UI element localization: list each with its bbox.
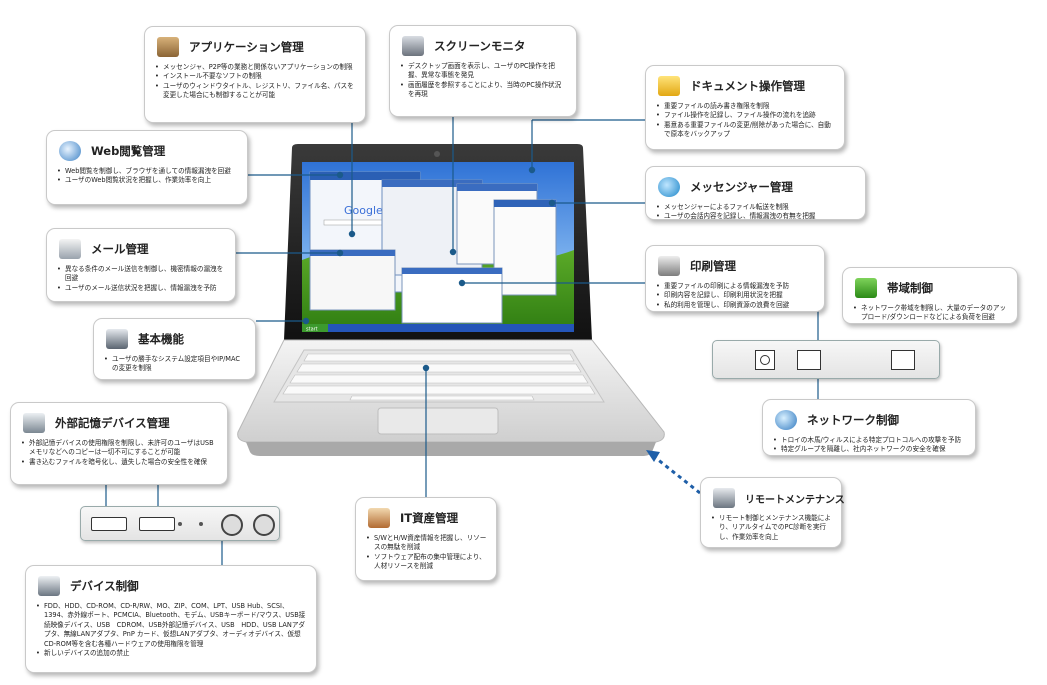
box-item: 私的利用を管理し、印刷資源の浪費を回避 <box>656 301 815 311</box>
remote-maintenance-box: リモートメンテナンス リモート制御とメンテナンス機能により、リアルタイムでのPC… <box>700 477 845 548</box>
box-item: デスクトップ画面を表示し、ユーザのPC操作を把握、異常な事態を発見 <box>400 62 567 81</box>
device-drive-icon <box>36 574 62 598</box>
box-item: ソフトウェア配布の集中管理により、人材リソースを削減 <box>366 553 487 572</box>
web-browsing-box: Web閲覧管理 Web閲覧を制御し、ブラウザを通しての情報漏洩を回避 ユーザのW… <box>46 130 248 205</box>
device-control-box: デバイス制御 FDD、HDD、CD-ROM、CD-R/RW、MO、ZIP、COM… <box>25 565 317 673</box>
power-port-icon <box>755 350 775 370</box>
box-title: ネットワーク制御 <box>807 413 899 427</box>
bandwidth-icon <box>853 276 879 300</box>
google-logo: Google <box>344 204 383 217</box>
remote-pc-icon <box>711 486 737 510</box>
box-title: 基本機能 <box>138 332 184 346</box>
print-management-box: 印刷管理 重要ファイルの印刷による情報漏洩を予防 印刷内容を記録し、印刷利用状況… <box>645 245 825 312</box>
network-port-panel <box>712 340 940 379</box>
box-title: IT資産管理 <box>400 511 459 525</box>
mail-icon <box>57 237 83 261</box>
network-control-box: ネットワーク制御 トロイの木馬/ウィルスによる特定プロトコルへの攻撃を予防 特定… <box>762 399 976 456</box>
box-title: メール管理 <box>91 242 149 256</box>
start-button: start <box>306 327 318 333</box>
box-item: ユーザのメール送信状況を把握し、情報漏洩を予防 <box>57 284 226 294</box>
usb-drive-icon <box>21 411 47 435</box>
box-title: デバイス制御 <box>70 579 139 593</box>
box-item: 新しいデバイスの追加の禁止 <box>36 649 307 659</box>
app-box-icon <box>155 35 181 59</box>
box-item: ネットワーク帯域を制限し、大量のデータのアップロード/ダウンロードなどによる負荷… <box>853 304 1008 323</box>
messenger-icon <box>656 175 682 199</box>
box-item: インストール不要なソフトの制限 <box>155 72 356 82</box>
document-management-box: ドキュメント操作管理 重要ファイルの読み書き権限を制限 ファイル操作を記録し、フ… <box>645 65 845 150</box>
box-item: 外部記憶デバイスの使用権限を制限し、未許可のユーザはUSBメモリなどへのコピーは… <box>21 439 218 458</box>
folder-icon <box>656 74 682 98</box>
bandwidth-control-box: 帯域制御 ネットワーク帯域を制限し、大量のデータのアップロード/ダウンロードなど… <box>842 267 1018 324</box>
lan-port-icon <box>797 350 821 370</box>
box-item: 異なる条件のメール送信を制御し、機密情報の漏洩を回避 <box>57 265 226 284</box>
microphone-jack-icon <box>253 514 275 536</box>
lan-port-2-icon <box>891 350 915 370</box>
box-item: ファイル操作を記録し、ファイル操作の流れを追跡 <box>656 111 835 121</box>
it-asset-box: IT資産管理 S/WとH/W資産情報を把握し、リソースの無駄を削減 ソフトウェア… <box>355 497 497 581</box>
usb-port-panel <box>80 506 280 541</box>
box-item: トロイの木馬/ウィルスによる特定プロトコルへの攻撃を予防 <box>773 436 966 446</box>
messenger-box: メッセンジャー管理 メッセンジャーによるファイル転送を制限 ユーザの会話内容を記… <box>645 166 866 222</box>
box-title: アプリケーション管理 <box>189 40 304 54</box>
box-item: S/WとH/W資産情報を把握し、リソースの無駄を削減 <box>366 534 487 553</box>
status-led-icon <box>178 522 182 526</box>
box-item: メッセンジャ、P2P等の業務と関係ないアプリケーションの制限 <box>155 63 356 73</box>
box-item: リモート制御とメンテナンス機能により、リアルタイムでのPC診断を実行し、作業効率… <box>711 514 832 542</box>
box-item: 重要ファイルの印刷による情報漏洩を予防 <box>656 282 815 292</box>
mail-management-box: メール管理 異なる条件のメール送信を制御し、機密情報の漏洩を回避 ユーザのメール… <box>46 228 236 302</box>
headphone-jack-icon <box>221 514 243 536</box>
computer-icon <box>104 327 130 351</box>
external-storage-box: 外部記憶デバイス管理 外部記憶デバイスの使用権限を制限し、未許可のユーザはUSB… <box>10 402 228 485</box>
box-item: 画面履歴を参照することにより、当時のPC操作状況を再現 <box>400 81 567 100</box>
laptop-illustration: Google start <box>232 140 672 470</box>
box-title: スクリーンモニタ <box>434 39 526 53</box>
box-title: メッセンジャー管理 <box>690 180 793 194</box>
box-item: Web閲覧を制御し、ブラウザを通しての情報漏洩を回避 <box>57 167 238 177</box>
box-item: ユーザのWeb閲覧状況を把握し、作業効率を向上 <box>57 176 238 186</box>
box-title: ドキュメント操作管理 <box>690 79 805 93</box>
printer-icon <box>656 254 682 278</box>
bluetooth-led-icon <box>199 522 203 526</box>
box-item: 書き込むファイルを暗号化し、遺失した場合の安全性を確保 <box>21 458 218 468</box>
box-item: 印刷内容を記録し、印刷利用状況を把握 <box>656 291 815 301</box>
box-item: メッセンジャーによるファイル転送を制限 <box>656 203 856 213</box>
box-title: 印刷管理 <box>690 259 736 273</box>
box-item: ユーザの会話内容を記録し、情報漏洩の有無を把握 <box>656 212 856 222</box>
screen-monitor-box: スクリーンモニタ デスクトップ画面を表示し、ユーザのPC操作を把握、異常な事態を… <box>389 25 577 117</box>
usb-port-2 <box>139 517 175 531</box>
box-item: 悪意ある重要ファイルの変更/削除があった場合に、自動で原本をバックアップ <box>656 121 835 140</box>
box-title: Web閲覧管理 <box>91 144 166 158</box>
box-item: 重要ファイルの読み書き権限を制限 <box>656 102 835 112</box>
box-title: 外部記憶デバイス管理 <box>55 416 170 430</box>
app-management-box: アプリケーション管理 メッセンジャ、P2P等の業務と関係ないアプリケーションの制… <box>144 26 366 123</box>
box-item: 特定グループを隔離し、社内ネットワークの安全を確保 <box>773 445 966 455</box>
network-globe-icon <box>773 408 799 432</box>
web-search-icon <box>57 139 83 163</box>
it-asset-icon <box>366 506 392 530</box>
box-item: FDD、HDD、CD-ROM、CD-R/RW、MO、ZIP、COM、LPT、US… <box>36 602 307 649</box>
box-title: 帯域制御 <box>887 281 933 295</box>
box-item: ユーザの勝手なシステム設定項目やIP/MACの変更を制限 <box>104 355 246 374</box>
monitor-icon <box>400 34 426 58</box>
basic-functions-box: 基本機能 ユーザの勝手なシステム設定項目やIP/MACの変更を制限 <box>93 318 256 380</box>
box-title: リモートメンテナンス <box>745 494 845 506</box>
usb-port-1 <box>91 517 127 531</box>
box-item: ユーザのウィンドウタイトル、レジストリ、ファイル名、パスを変更した場合にも制御す… <box>155 82 356 101</box>
